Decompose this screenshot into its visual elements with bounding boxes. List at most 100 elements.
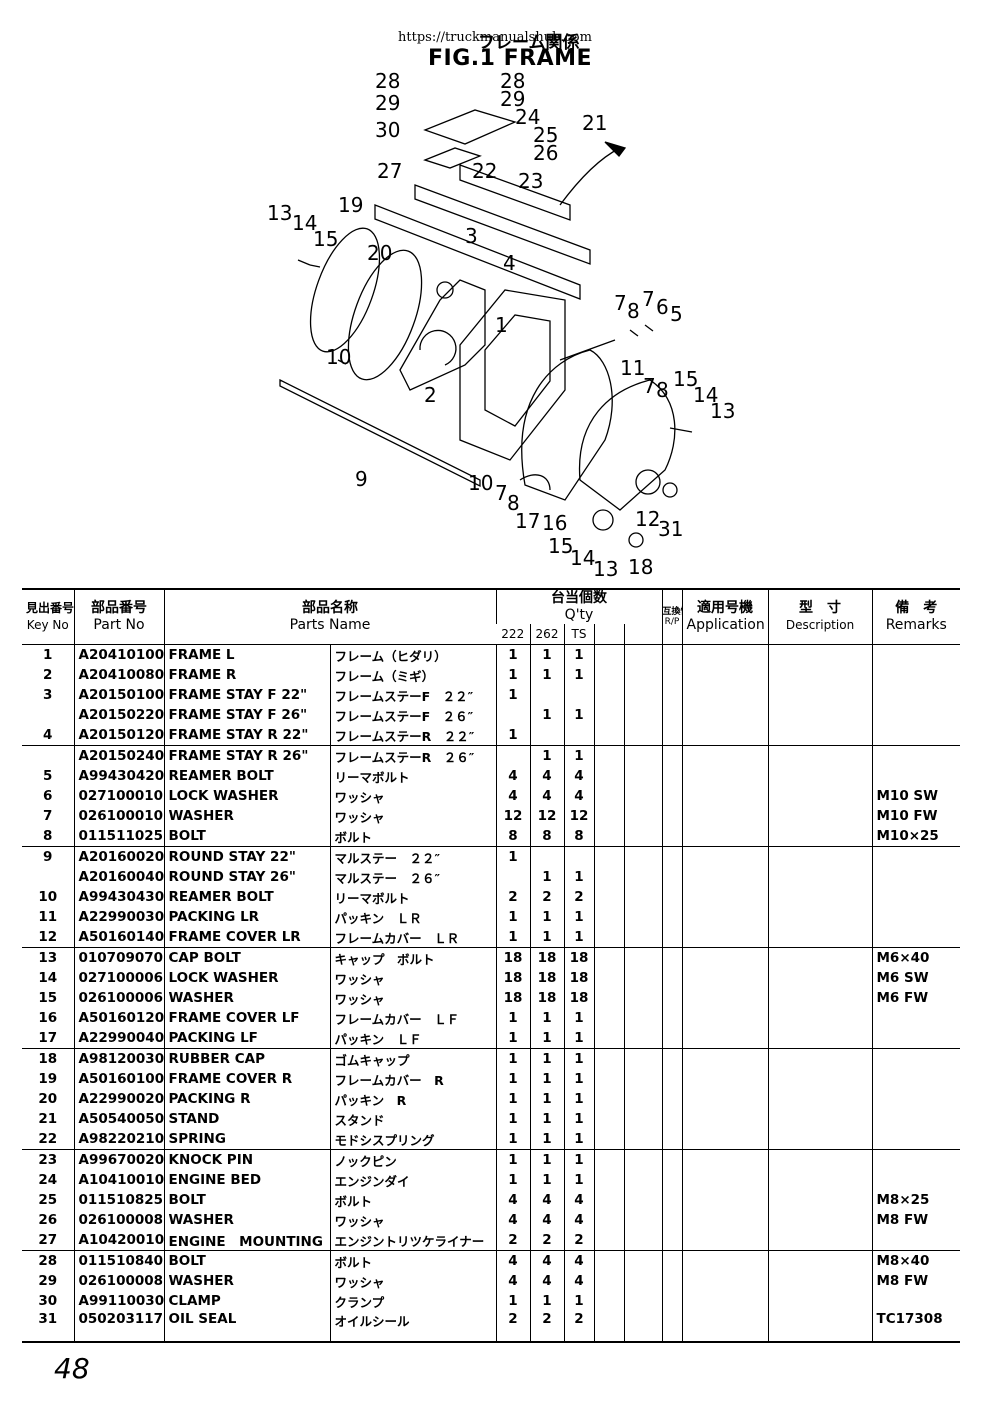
callout-labels: 28 28 29 29 30 24 25 26 21 27 22 23 13 1… [267, 69, 735, 580]
part-number: 027100006 [73, 968, 164, 988]
qty-222: 4 [495, 786, 530, 806]
empty-cell [593, 644, 624, 665]
empty-cell [681, 927, 768, 948]
callout-25: 25 [533, 123, 558, 147]
empty-cell [681, 1048, 768, 1069]
qty-222: 1 [495, 927, 530, 948]
qty-262: 1 [529, 1149, 564, 1170]
empty-cell [661, 1069, 682, 1089]
part-remarks [871, 1028, 960, 1049]
part-remarks [871, 766, 960, 786]
empty-cell [593, 786, 624, 806]
callout-27: 27 [377, 159, 402, 183]
qty-222: 2 [495, 1230, 530, 1251]
qty-262: 1 [529, 1170, 564, 1190]
empty-cell [681, 766, 768, 786]
empty-cell [623, 907, 662, 927]
part-name: WASHER [163, 988, 330, 1008]
part-name: FRAME COVER LR [163, 927, 330, 948]
callout-7: 7 [495, 481, 508, 505]
empty-cell [681, 1028, 768, 1049]
empty-cell [767, 947, 872, 968]
empty-cell [767, 685, 872, 705]
part-number: A50160120 [73, 1008, 164, 1028]
part-remarks [871, 927, 960, 948]
callout-28: 28 [375, 69, 400, 93]
part-name-jp: キャップ ボルト [329, 947, 496, 968]
qty-262: 4 [529, 766, 564, 786]
empty-cell [767, 1069, 872, 1089]
empty-cell [623, 826, 662, 847]
empty-cell [593, 1089, 624, 1109]
source-url[interactable]: https://truckmanualshub.com [398, 30, 592, 45]
empty-cell [767, 1291, 872, 1311]
col-application: 適用号機 Application [681, 588, 768, 645]
qty-262: 1 [529, 1109, 564, 1129]
qty-222: 1 [495, 1048, 530, 1069]
qty-ts: 4 [563, 786, 594, 806]
empty-cell [593, 806, 624, 826]
part-key: 10 [38, 889, 58, 905]
part-key: 7 [43, 808, 53, 824]
callout-8: 8 [507, 491, 520, 515]
qty-ts: 2 [563, 1230, 594, 1251]
part-name-jp: ボルト [329, 1190, 496, 1210]
part-name-jp: パッキン R [329, 1089, 496, 1109]
qty-262: 12 [529, 806, 564, 826]
empty-cell [661, 644, 682, 665]
empty-cell [661, 1089, 682, 1109]
empty-cell [661, 745, 682, 766]
callout-8: 8 [627, 299, 640, 323]
part-number: A20160040 [73, 867, 164, 887]
part-key: 18 [22, 1048, 74, 1069]
part-key: 5 [43, 768, 53, 784]
part-remarks [871, 685, 960, 705]
callout-13: 13 [267, 201, 292, 225]
empty-cell [681, 685, 768, 705]
qty-262: 2 [529, 1311, 564, 1343]
part-name-jp: オイルシール [329, 1311, 496, 1343]
qty-222: 1 [495, 1170, 530, 1190]
empty-cell [661, 968, 682, 988]
callout-17: 17 [515, 509, 540, 533]
empty-cell [593, 1250, 624, 1271]
empty-cell [623, 1271, 662, 1291]
empty-cell [623, 766, 662, 786]
part-key: 1 [22, 644, 74, 665]
part-number: 027100010 [73, 786, 164, 806]
qty-262 [529, 846, 564, 867]
empty-cell [661, 887, 682, 907]
part-name-jp: フレームステーF ２６″ [329, 705, 496, 725]
part-name-jp: フレームステーR ２２″ [329, 725, 496, 746]
part-number: A50160140 [73, 927, 164, 948]
callout-14: 14 [693, 383, 718, 407]
empty-cell [661, 927, 682, 948]
part-remarks: M6 FW [871, 988, 960, 1008]
empty-cell [767, 1129, 872, 1150]
part-name: FRAME COVER R [163, 1069, 330, 1089]
qty-262: 1 [529, 665, 564, 685]
part-name-jp: ボルト [329, 826, 496, 847]
col-remarks: 備 考 Remarks [871, 588, 960, 645]
empty-cell [681, 1008, 768, 1028]
callout-16: 16 [542, 511, 567, 535]
part-name-jp: エンジントリツケライナー [329, 1230, 496, 1251]
empty-cell [681, 1129, 768, 1150]
part-number: 011510825 [73, 1190, 164, 1210]
empty-cell [767, 665, 872, 685]
col-qty-blank [593, 624, 624, 645]
qty-262: 4 [529, 786, 564, 806]
callout-15: 15 [548, 534, 573, 558]
empty-cell [593, 1271, 624, 1291]
part-name-jp: ワッシャ [329, 968, 496, 988]
callout-20: 20 [367, 241, 392, 265]
qty-222: 1 [495, 725, 530, 746]
empty-cell [661, 1230, 682, 1251]
qty-262: 1 [529, 1129, 564, 1150]
